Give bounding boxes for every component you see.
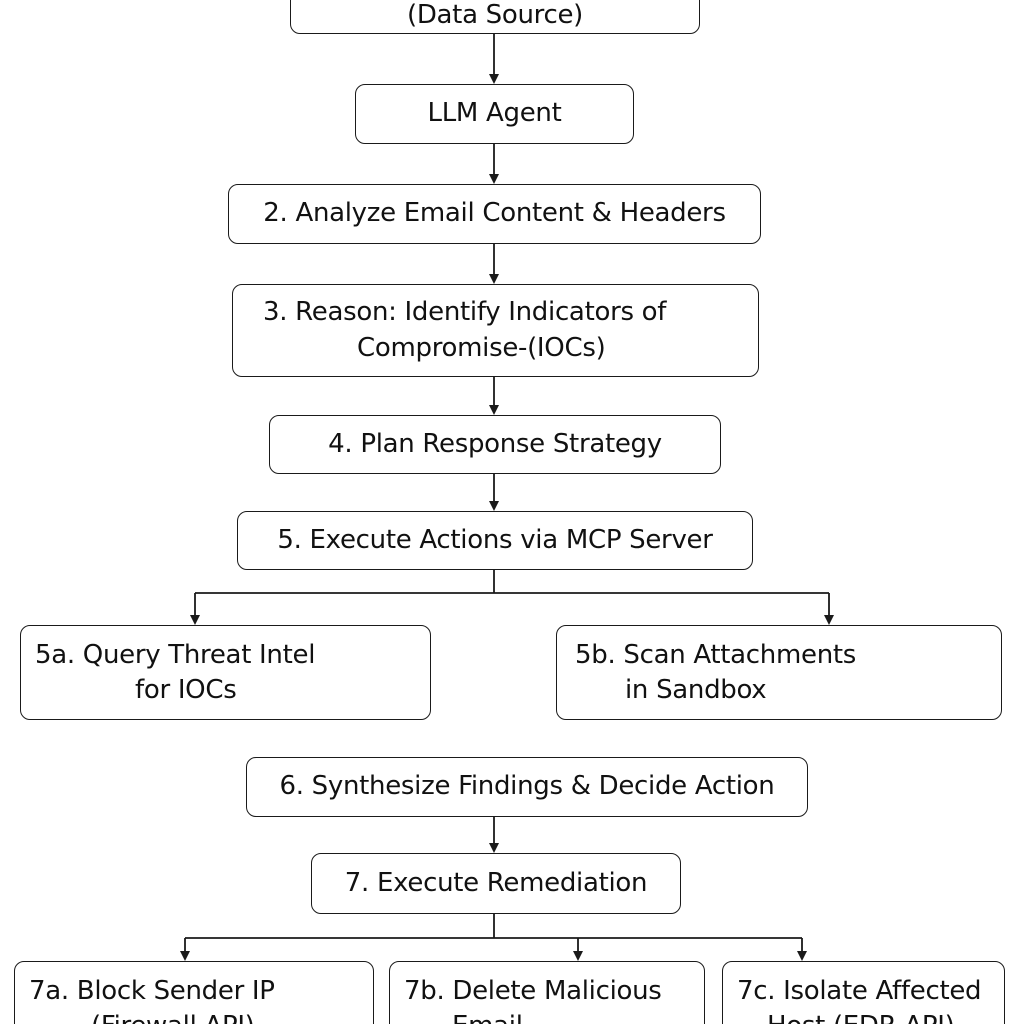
node-label-line1: 5a. Query Threat Intel	[35, 640, 316, 670]
node-label-line2: Compromise-(IOCs)	[357, 332, 606, 363]
node-data-source: (Data Source)	[290, 0, 700, 34]
node-label-line2: Email	[452, 1009, 523, 1024]
node-step-7: 7. Execute Remediation	[311, 853, 681, 914]
node-step-7b: 7b. Delete Malicious Email	[389, 961, 705, 1024]
node-label-line2: (Firewall API)	[91, 1009, 255, 1024]
node-label: 7. Execute Remediation	[344, 867, 648, 898]
node-label-line1: 5b. Scan Attachments	[575, 640, 857, 670]
node-label: 2. Analyze Email Content & Headers	[263, 198, 726, 229]
node-step-2: 2. Analyze Email Content & Headers	[228, 184, 761, 244]
node-step-5b: 5b. Scan Attachments in Sandbox	[556, 625, 1002, 720]
node-label: 6. Synthesize Findings & Decide Action	[279, 771, 775, 802]
node-label-line1: 7c. Isolate Affected	[737, 976, 982, 1006]
node-label-line2: Host (EDR API)	[767, 1009, 955, 1024]
node-step-3: 3. Reason: Identify Indicators of Compro…	[232, 284, 759, 377]
node-step-5: 5. Execute Actions via MCP Server	[237, 511, 753, 570]
node-step-5a: 5a. Query Threat Intel for IOCs	[20, 625, 431, 720]
node-step-7c: 7c. Isolate Affected Host (EDR API)	[722, 961, 1005, 1024]
node-label-line1: 3. Reason: Identify Indicators of	[263, 297, 667, 328]
node-label: 5. Execute Actions via MCP Server	[277, 524, 713, 555]
node-label-line2: in Sandbox	[625, 675, 767, 706]
node-label-line1: 7a. Block Sender IP	[29, 976, 275, 1006]
node-step-4: 4. Plan Response Strategy	[269, 415, 721, 474]
node-label: LLM Agent	[427, 98, 562, 129]
node-label-line1: 7b. Delete Malicious	[404, 976, 662, 1006]
node-step-7a: 7a. Block Sender IP (Firewall API)	[14, 961, 374, 1024]
node-step-6: 6. Synthesize Findings & Decide Action	[246, 757, 808, 817]
node-label-line2: for IOCs	[135, 675, 237, 706]
node-label: 4. Plan Response Strategy	[328, 428, 662, 459]
node-llm-agent: LLM Agent	[355, 84, 634, 144]
node-label: (Data Source)	[406, 0, 584, 31]
